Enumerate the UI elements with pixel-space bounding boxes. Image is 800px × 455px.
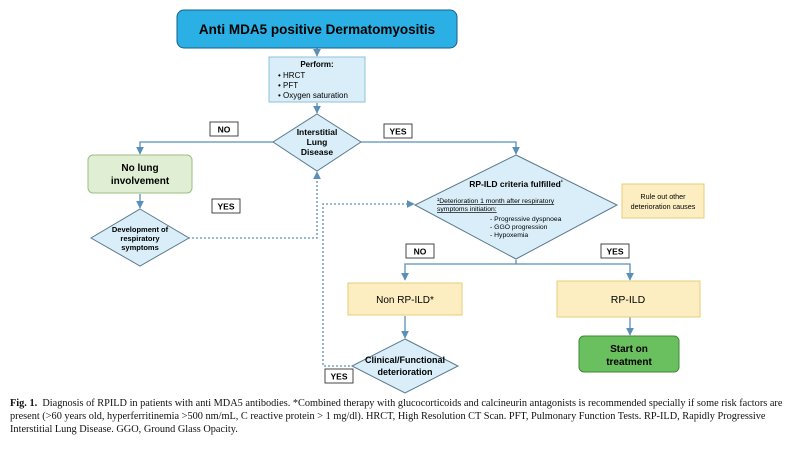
clinical-diamond: Clinical/Functional deterioration — [350, 338, 460, 394]
perform-item-hrct: • HRCT — [278, 71, 305, 80]
yes-label-mid: YES — [600, 243, 630, 259]
title-text: Anti MDA5 positive Dermatomyositis — [199, 22, 435, 37]
development-line-3: symptoms — [121, 243, 159, 252]
non-rpild-text: Non RP-ILD* — [376, 295, 434, 306]
yes-label-top-text: YES — [389, 127, 406, 137]
no-lung-line-2: involvement — [111, 176, 170, 187]
development-yes-dotted-arrow — [188, 171, 321, 239]
no-label-mid-text: NO — [414, 247, 427, 257]
criteria-heading: RP-ILD criteria fulfilled¹ — [469, 179, 563, 189]
development-line-1: Development of — [112, 225, 169, 234]
development-line-2: respiratory — [120, 234, 160, 243]
clinical-line-1: Clinical/Functional — [365, 355, 445, 365]
yes-label-development: YES — [211, 198, 241, 214]
clinical-yes-dotted-arrow — [322, 200, 415, 367]
connectors — [136, 48, 634, 367]
criteria-note-line-2: symptoms initiation: — [437, 206, 497, 213]
rule-out-box: Rule out other deterioration causes — [621, 183, 705, 219]
criteria-item-dyspnoea: - Progressive dyspnoea — [490, 216, 562, 223]
criteria-yes-branch-arrow — [516, 263, 634, 281]
rpild-criteria-diamond: RP-ILD criteria fulfilled¹ ¹Deterioratio… — [413, 154, 619, 260]
yes-label-development-text: YES — [217, 202, 234, 212]
flowchart-diagram: Anti MDA5 positive Dermatomyositis Perfo… — [87, 9, 705, 394]
ild-yes-branch-arrow — [360, 141, 520, 155]
caption-text: Diagnosis of RPILD in patients with anti… — [10, 398, 783, 436]
ild-line-3: Disease — [301, 147, 333, 157]
figure-caption: Fig. 1. Diagnosis of RPILD in patients w… — [10, 397, 790, 437]
yes-label-bottom: YES — [324, 368, 354, 384]
ild-no-branch-arrow — [136, 141, 274, 155]
clinical-line-2: deterioration — [377, 367, 432, 377]
caption-label: Fig. 1. — [10, 398, 38, 409]
criteria-note-line-1: ¹Deterioration 1 month after respiratory — [437, 198, 555, 205]
title-box: Anti MDA5 positive Dermatomyositis — [176, 9, 458, 49]
no-lung-box: No lung involvement — [87, 154, 193, 194]
development-diamond: Development of respiratory symptoms — [90, 208, 190, 267]
no-label-top-text: NO — [218, 125, 231, 135]
ild-decision-diamond: Interstitial Lung Disease — [272, 113, 362, 172]
no-label-mid: NO — [405, 243, 435, 259]
start-treatment-box: Start on treatment — [578, 335, 680, 373]
yes-label-mid-text: YES — [606, 247, 623, 257]
ild-line-2: Lung — [307, 137, 328, 147]
perform-heading: Perform: — [300, 60, 333, 69]
ild-line-1: Interstitial — [297, 127, 338, 137]
rpild-box: RP-ILD — [556, 280, 701, 318]
non-rpild-box: Non RP-ILD* — [347, 282, 463, 316]
rule-out-line-1: Rule out other — [640, 192, 686, 201]
perform-item-oxygen: • Oxygen saturation — [278, 91, 348, 100]
start-line-1: Start on — [610, 344, 648, 355]
criteria-item-ggo: - GGO progression — [490, 224, 548, 231]
no-lung-line-1: No lung — [121, 163, 158, 174]
yes-label-top: YES — [383, 123, 413, 139]
yes-label-bottom-text: YES — [330, 372, 347, 382]
rule-out-line-2: deterioration causes — [631, 202, 696, 211]
perform-item-pft: • PFT — [278, 81, 298, 90]
no-label-top: NO — [209, 121, 239, 137]
start-line-2: treatment — [606, 357, 652, 368]
criteria-no-branch-arrow — [401, 260, 517, 281]
perform-box: Perform: • HRCT • PFT • Oxygen saturatio… — [268, 56, 366, 103]
rpild-text: RP-ILD — [611, 294, 646, 306]
criteria-item-hypoxemia: - Hypoxemia — [490, 232, 528, 239]
